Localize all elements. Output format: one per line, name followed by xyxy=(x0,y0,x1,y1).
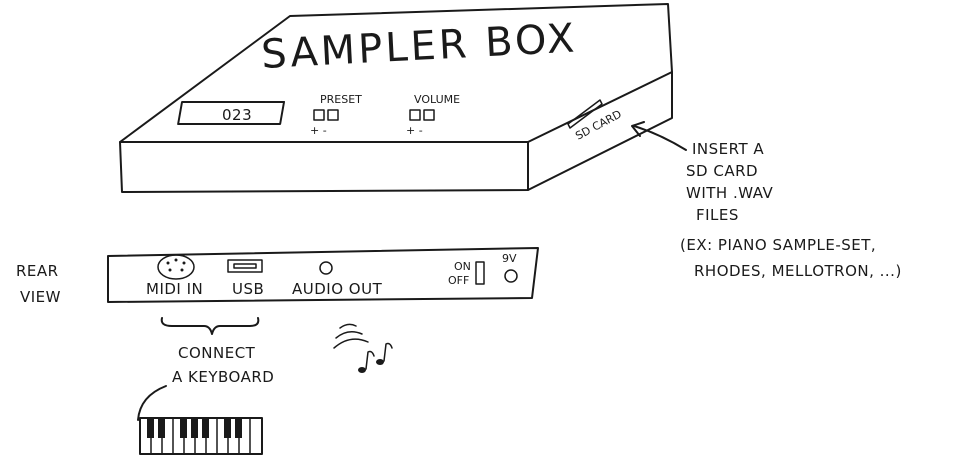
rear-view-label-2: VIEW xyxy=(20,288,61,306)
usb-port-inner xyxy=(233,263,257,269)
sampler-box xyxy=(119,3,673,193)
sound-wave-3 xyxy=(333,338,369,349)
preset-plus-button[interactable] xyxy=(327,109,339,121)
audio-out-label: AUDIO OUT xyxy=(292,280,383,298)
volume-plus-button[interactable] xyxy=(423,109,435,121)
power-switch[interactable] xyxy=(475,261,485,285)
sound-wave-2 xyxy=(335,331,363,339)
preset-display-value: 023 xyxy=(222,106,252,124)
rear-view-label-1: REAR xyxy=(16,262,59,280)
preset-label: PRESET xyxy=(320,93,362,106)
usb-label: USB xyxy=(232,280,264,298)
note-line-5: (EX: PIANO SAMPLE-SET, xyxy=(680,236,876,254)
rear-panel xyxy=(107,247,539,303)
note-line-4: FILES xyxy=(696,206,739,224)
sd-card-arrow-head xyxy=(631,121,645,137)
keyboard-icon xyxy=(139,417,263,455)
midi-in-label: MIDI IN xyxy=(146,280,203,298)
preset-minus-button[interactable] xyxy=(313,109,325,121)
power-9v-label: 9V xyxy=(502,252,517,265)
sd-card-slot xyxy=(567,99,603,129)
connect-brace xyxy=(160,317,260,335)
preset-plus-minus: + - xyxy=(310,124,327,137)
sd-card-note: INSERT A SD CARD WITH .WAV FILES (EX: PI… xyxy=(680,140,902,280)
note-line-6: RHODES, MELLOTRON, ...) xyxy=(694,262,902,280)
volume-minus-button[interactable] xyxy=(409,109,421,121)
note-line-2: SD CARD xyxy=(686,162,758,180)
note-line-1: INSERT A xyxy=(692,140,764,158)
box-side-face xyxy=(527,71,673,191)
keyboard-cable xyxy=(137,385,167,421)
preset-display xyxy=(177,101,286,125)
sd-card-arrow xyxy=(633,125,687,151)
box-title: SAMPLER BOX xyxy=(260,15,578,77)
audio-out-jack xyxy=(319,261,333,275)
music-note-icon xyxy=(358,342,393,373)
sound-wave-1 xyxy=(339,323,357,329)
note-line-3: WITH .WAV xyxy=(686,184,774,202)
connect-keyboard-line-1: CONNECT xyxy=(178,344,256,362)
connect-keyboard-line-2: A KEYBOARD xyxy=(172,368,274,386)
midi-in-pins xyxy=(166,258,186,272)
power-off-label: OFF xyxy=(448,274,469,287)
power-on-label: ON xyxy=(454,260,471,273)
box-front-face xyxy=(119,141,529,193)
power-9v-jack xyxy=(504,269,518,283)
volume-plus-minus: + - xyxy=(406,124,423,137)
box-top-face xyxy=(119,3,673,143)
midi-in-port xyxy=(157,254,195,280)
usb-port xyxy=(227,259,263,273)
sd-card-label: SD CARD xyxy=(573,108,623,143)
volume-label: VOLUME xyxy=(414,93,460,106)
